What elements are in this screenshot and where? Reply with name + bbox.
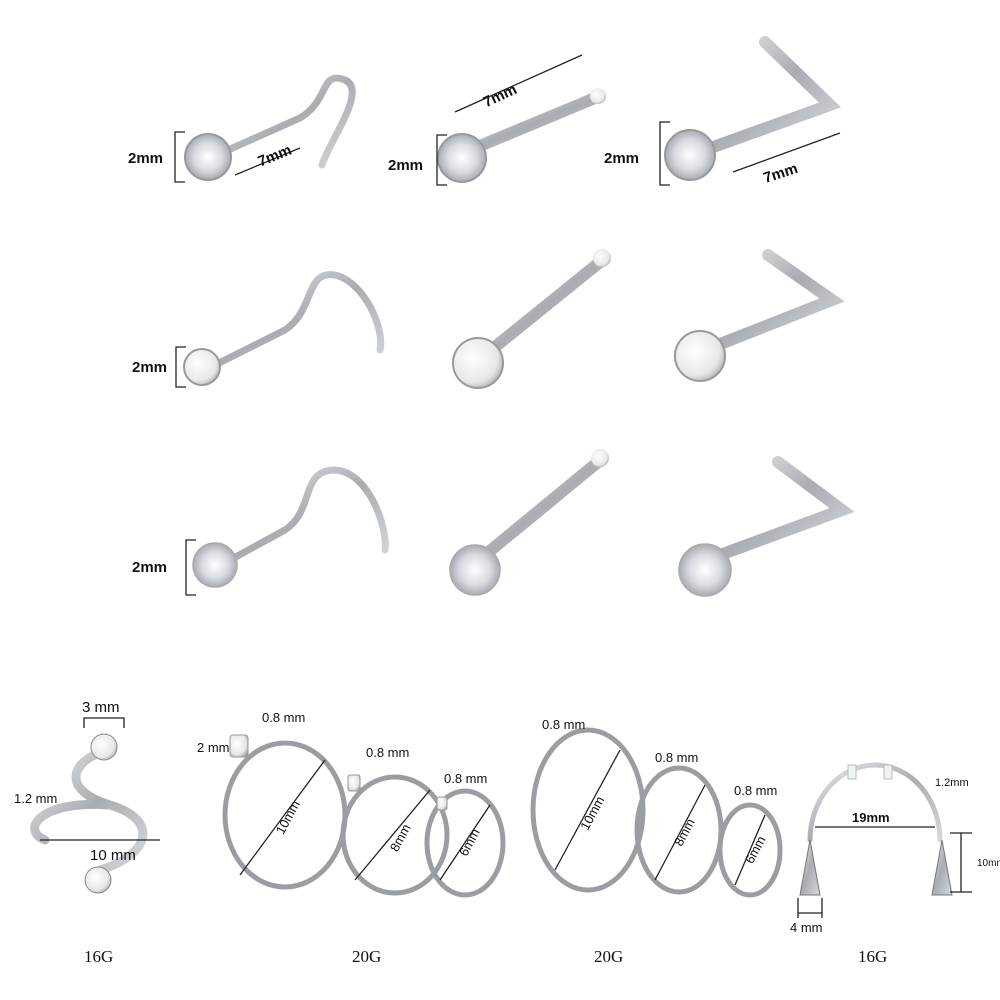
dimension-label: 10mm <box>977 858 1000 869</box>
dimension-bracket <box>797 898 823 918</box>
dimension-line <box>454 54 583 113</box>
dimension-label: 2mm <box>388 157 423 174</box>
dimension-label: 2 mm <box>197 740 230 755</box>
dimension-label: 2mm <box>128 150 163 167</box>
l-stud-crystal <box>664 36 842 181</box>
l-stud-prong <box>678 456 855 597</box>
dimension-label: 6mm <box>742 833 769 866</box>
dimension-label: 3 mm <box>82 699 120 716</box>
dimension-bracket <box>185 539 196 596</box>
dimension-label: 1.2mm <box>935 777 969 789</box>
screw-stud-flat <box>183 271 385 386</box>
screw-stud-prong <box>192 466 389 588</box>
dimension-label: 0.8 mm <box>655 750 698 765</box>
bone-stud-prong <box>449 449 609 596</box>
dimension-label: 2mm <box>604 150 639 167</box>
dimension-bracket <box>83 717 125 728</box>
gauge-label: 20G <box>594 947 623 966</box>
dimension-label: 8mm <box>671 816 698 849</box>
dimension-label: 6mm <box>456 826 483 859</box>
dimension-label: 10mm <box>273 798 303 837</box>
dimension-label: 4 mm <box>790 920 823 935</box>
dimension-bracket <box>436 134 447 186</box>
l-stud-flat <box>674 249 845 382</box>
dimension-bracket <box>950 832 972 893</box>
dimension-bracket <box>174 131 185 183</box>
dimension-label: 0.8 mm <box>542 717 585 732</box>
gauge-label: 16G <box>84 947 113 966</box>
dimension-label: 8mm <box>387 821 414 854</box>
gauge-label: 16G <box>858 947 887 966</box>
dimension-label: 10mm <box>577 794 607 833</box>
dimension-label: 7mm <box>481 81 520 111</box>
dimension-label: 1.2 mm <box>14 791 57 806</box>
bone-stud-crystal <box>437 88 606 183</box>
dimension-label: 0.8 mm <box>366 745 409 760</box>
nose-hoop-set-a <box>222 734 506 898</box>
dimension-label: 0.8 mm <box>734 783 777 798</box>
dimension-label: 10 mm <box>90 847 136 864</box>
dimension-label: 19mm <box>852 810 890 825</box>
dimension-line <box>732 132 841 173</box>
screw-stud-crystal <box>184 74 356 181</box>
horseshoe-spike-ring <box>799 762 953 896</box>
dimension-bracket <box>659 121 670 186</box>
bone-stud-flat <box>452 249 611 389</box>
dimension-label: 2mm <box>132 359 167 376</box>
dimension-label: 2mm <box>132 559 167 576</box>
dimension-label: 7mm <box>761 160 800 187</box>
dimension-line <box>234 147 301 176</box>
dimension-label: 7mm <box>255 142 294 171</box>
nose-hoop-set-b <box>530 727 783 898</box>
dimension-label: 0.8 mm <box>444 771 487 786</box>
spiral-ring <box>30 733 148 894</box>
dimension-label: 0.8 mm <box>262 710 305 725</box>
dimension-bracket <box>175 346 186 388</box>
gauge-label: 20G <box>352 947 381 966</box>
